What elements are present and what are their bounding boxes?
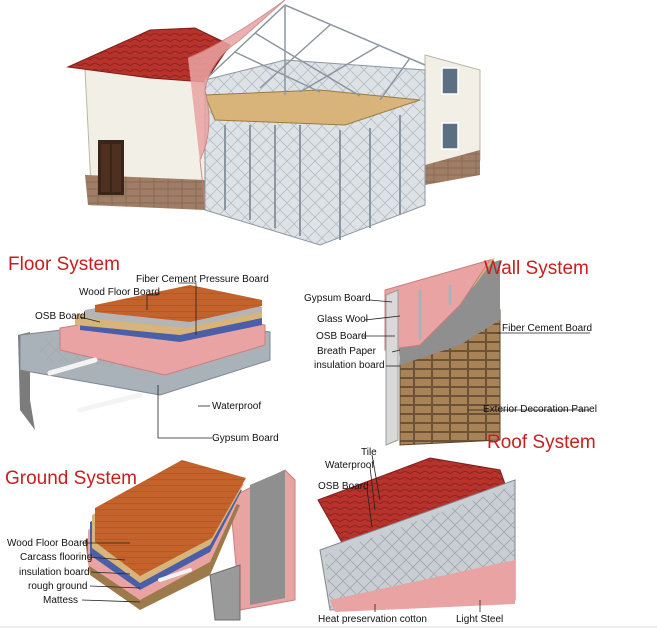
floor-label-osb-board: OSB Board [35,311,86,322]
wall-system-title: Wall System [484,258,589,279]
floor-system-title: Floor System [8,254,120,275]
ground-label-carcass-flooring: Carcass flooring [20,552,93,563]
ground-label-rough-ground: rough ground [28,581,88,592]
floor-label-waterproof: Waterproof [212,401,262,412]
floor-label-fiber-cement-pressure-board: Fiber Cement Pressure Board [136,274,269,285]
wall-label-glass-wool: Glass Wool [317,314,368,325]
ground-label-insulation-board: insulation board [19,567,90,578]
roof-label-waterproof: Waterproof [325,460,375,471]
wall-label-exterior-decoration-panel: Exterior Decoration Panel [483,404,597,415]
house-illustration [66,0,481,246]
ground-system-title: Ground System [5,468,137,489]
roof-label-heat-preservation-cotton: Heat preservation cotton [318,614,427,625]
roof-system-illustration [317,454,516,612]
wall-label-osb-board: OSB Board [316,331,367,342]
wall-label-insulation-board: insulation board [314,360,385,371]
wall-label-breath-paper: Breath Paper [317,346,376,357]
roof-label-tile: Tile [361,447,377,458]
floor-system-illustration [18,282,271,439]
ground-label-mattess: Mattess [43,595,79,606]
wall-label-gypsum-board: Gypsum Board [304,293,371,304]
roof-label-osb-board: OSB Board [318,481,369,492]
roof-system-title: Roof System [487,432,596,453]
ground-label-wood-floor-board: Wood Floor Board [7,538,88,549]
floor-label-gypsum-board: Gypsum Board [212,433,279,444]
wall-system-illustration [362,258,590,446]
roof-label-light-steel: Light Steel [456,614,504,625]
floor-label-wood-floor-board: Wood Floor Board [79,287,160,298]
ground-system-illustration [81,460,296,621]
wall-label-fiber-cement-board: Fiber Cement Board [502,323,593,334]
